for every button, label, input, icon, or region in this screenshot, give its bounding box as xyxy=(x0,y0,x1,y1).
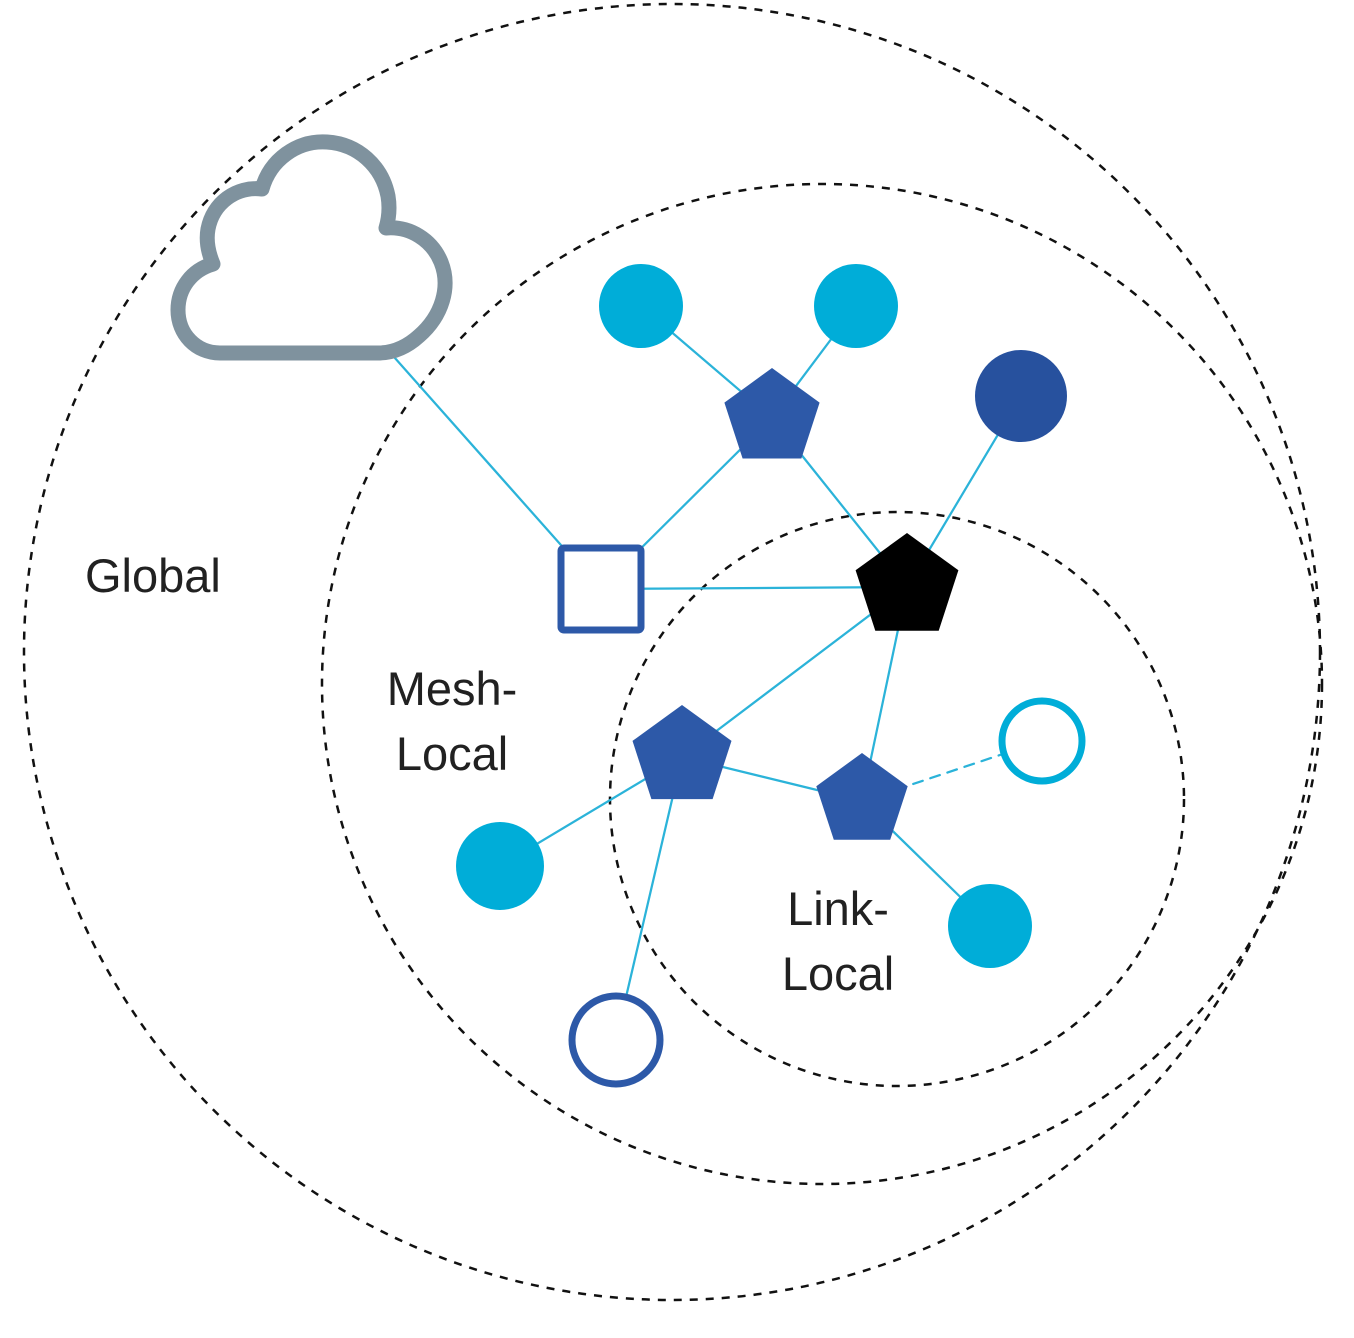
mesh-local-scope-label-line2: Local xyxy=(396,727,508,780)
border-router-square xyxy=(557,544,645,634)
end-device-circle-hollow-cyan xyxy=(998,697,1086,785)
end-device-circle-navy xyxy=(975,350,1067,442)
mesh-local-scope-label-line1: Mesh- xyxy=(387,662,518,715)
edge-border-router-leader xyxy=(598,585,909,591)
end-device-circle-left xyxy=(456,822,544,910)
edge-right-router-hollow-cyan-device-dashed xyxy=(860,739,1044,803)
edge-left-router-hollow-blue-device xyxy=(614,755,684,1042)
link-local-scope-label-line2: Local xyxy=(782,947,894,1000)
end-device-circle-top-left xyxy=(599,264,683,348)
edge-leader-left-router xyxy=(680,585,909,759)
mesh-local-scope-circle xyxy=(320,182,1324,1186)
end-device-circle-top-right xyxy=(814,264,898,348)
edges-group xyxy=(313,266,1044,1042)
end-device-circle-hollow-blue xyxy=(568,992,664,1088)
router-pentagon-top xyxy=(724,368,820,459)
global-scope-label: Global xyxy=(85,549,221,602)
link-local-scope-label-line1: Link- xyxy=(787,882,889,935)
end-device-circle-bottom xyxy=(948,884,1032,968)
internet-cloud-icon xyxy=(170,134,453,361)
leader-pentagon-black xyxy=(855,533,959,631)
router-pentagon-right xyxy=(816,753,908,840)
router-pentagon-left xyxy=(632,705,732,800)
